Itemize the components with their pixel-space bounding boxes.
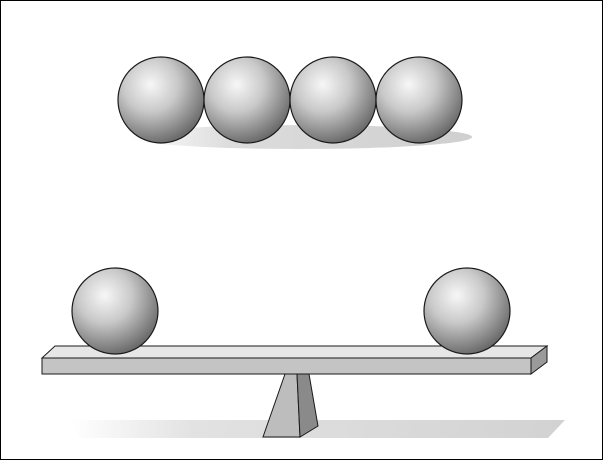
top-ball-2 — [204, 57, 290, 143]
fulcrum — [263, 374, 318, 437]
top-ball-row — [118, 57, 472, 149]
top-ball-3 — [290, 57, 376, 143]
top-ball-4 — [376, 57, 462, 143]
fulcrum-front — [263, 374, 300, 437]
right-plank-ball — [424, 268, 510, 354]
plank-front — [42, 358, 531, 374]
fulcrum-side — [297, 374, 318, 437]
left-plank-ball — [72, 268, 158, 354]
top-ball-1 — [118, 57, 204, 143]
